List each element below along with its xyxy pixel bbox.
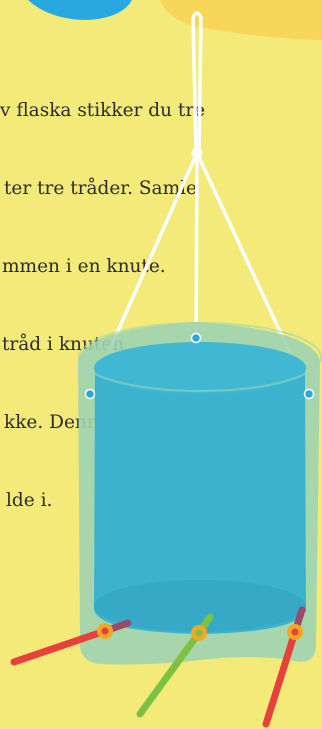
instruction-line-5: kke. Denne [0,410,320,436]
instruction-line-2: ter tre tråder. Samle [0,176,320,202]
yellow-panel-shape [160,0,322,40]
straw-joint-middle [191,625,207,641]
instruction-text: v flaska stikker du tre ter tre tråder. … [0,46,320,566]
instruction-line-1: v flaska stikker du tre [0,98,320,124]
straw-middle [140,617,210,714]
straw-right [266,610,303,724]
instruction-line-4: tråd i knuten [0,332,320,358]
blue-badge-partial [28,0,132,20]
instruction-line-3: mmen i en knute. [0,254,320,280]
straw-joint-right [287,624,303,640]
water-bottom-shade [94,580,306,632]
straw-left [14,623,128,662]
straw-joint-left [97,623,113,639]
instruction-line-6: lde i. [0,488,320,514]
